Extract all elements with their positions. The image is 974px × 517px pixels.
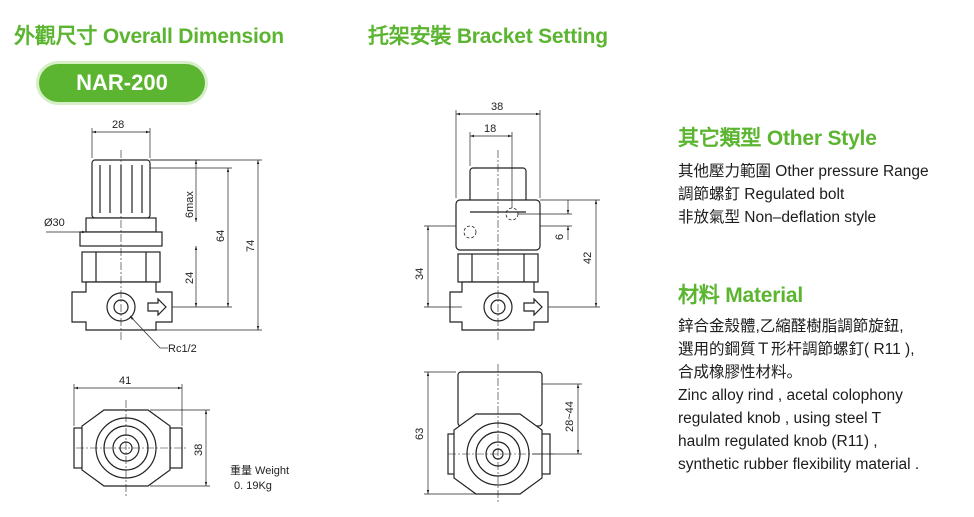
material-line: synthetic rubber flexibility material . [678,456,920,473]
weight-label: 重量 Weight [230,463,289,477]
other-style-list: 其他壓力範圍 Other pressure Range 調節螺釘 Regulat… [678,160,929,229]
material-line: 合成橡膠性材料。 [678,364,803,381]
dim-knob-travel: 6max [184,191,196,218]
dim-hole-offset: 6 [554,234,566,240]
dim-diameter: Ø30 [44,217,65,229]
model-badge: NAR-200 [36,61,208,105]
dim-port-height-bracket: 34 [414,268,426,280]
other-style-heading: 其它類型 Other Style [678,127,877,150]
dim-bracket-width: 38 [491,101,503,113]
dim-slot-range: 28~44 [564,401,576,432]
material-heading: 材料 Material [678,284,803,307]
material-line: Zinc alloy rind , acetal colophony [678,387,903,404]
bracket-front-drawing: 38 18 6 42 34 [414,101,600,340]
dim-top-width: 41 [119,375,131,387]
dim-bracket-inner-width: 18 [484,123,496,135]
overall-dimension-heading: 外觀尺寸 Overall Dimension [14,25,284,48]
other-style-item: 其他壓力範圍 Other pressure Range [678,163,929,180]
bracket-setting-heading: 托架安裝 Bracket Setting [368,25,608,48]
model-label: NAR-200 [39,64,205,102]
front-view-drawing: 28 Ø30 6max 24 64 74 Rc1/2 [44,119,262,355]
material-line: 鋅合金殼體,乙縮醛樹脂調節旋鈕, [678,318,904,335]
material-line: 選用的鋼質Ｔ形杆調節螺釘( R11 ), [678,341,915,358]
dim-bracket-depth: 63 [414,428,426,440]
dim-height-to-top: 64 [215,230,227,242]
dim-overall-height: 74 [245,240,257,252]
dim-mount-height: 42 [582,252,594,264]
other-style-item: 非放氣型 Non–deflation style [678,209,877,226]
bracket-top-drawing: 63 28~44 [414,364,582,504]
dim-port-thread: Rc1/2 [168,343,197,355]
material-line: regulated knob , using steel T [678,410,882,427]
other-style-item: 調節螺釘 Regulated bolt [678,186,845,203]
dim-port-height: 24 [184,272,196,284]
top-view-drawing: 41 38 重量 Weight 0. 19Kg [73,375,289,498]
material-description: 鋅合金殼體,乙縮醛樹脂調節旋鈕, 選用的鋼質Ｔ形杆調節螺釘( R11 ), 合成… [678,315,919,476]
dim-top-depth: 38 [193,444,205,456]
dim-knob-width: 28 [112,119,124,131]
material-line: haulm regulated knob (R11) , [678,433,878,450]
weight-value: 0. 19Kg [234,480,272,492]
